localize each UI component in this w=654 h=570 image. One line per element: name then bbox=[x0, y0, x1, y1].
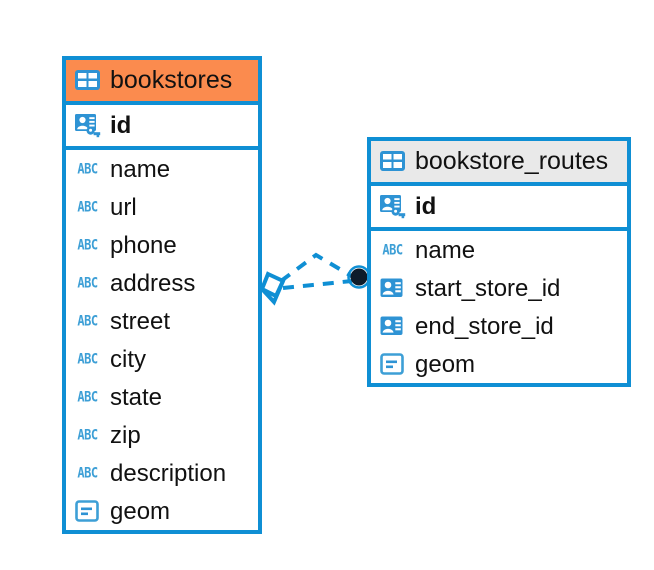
entity-title: bookstore_routes bbox=[415, 147, 609, 175]
entity-title: bookstores bbox=[110, 66, 233, 94]
field-row-state[interactable]: ABC state bbox=[66, 378, 258, 416]
field-row-city[interactable]: ABC city bbox=[66, 340, 258, 378]
field-row-zip[interactable]: ABC zip bbox=[66, 416, 258, 454]
abc-text-icon: ABC bbox=[77, 312, 98, 330]
field-name: geom bbox=[110, 497, 171, 525]
foreign-key-icon bbox=[379, 276, 406, 300]
abc-text-icon: ABC bbox=[77, 464, 98, 482]
field-row-id[interactable]: id bbox=[66, 105, 258, 150]
table-grid-icon bbox=[379, 149, 406, 173]
abc-text-icon: ABC bbox=[77, 388, 98, 406]
field-name: geom bbox=[415, 350, 476, 378]
field-name: url bbox=[110, 193, 137, 221]
field-row-phone[interactable]: ABC phone bbox=[66, 226, 258, 264]
entity-header-bookstores[interactable]: bookstores bbox=[66, 60, 258, 105]
abc-text-icon: ABC bbox=[77, 426, 98, 444]
foreign-key-icon bbox=[379, 314, 406, 338]
field-name: id bbox=[110, 112, 132, 139]
field-name: address bbox=[110, 269, 196, 297]
entity-header-bookstore-routes[interactable]: bookstore_routes bbox=[371, 141, 627, 186]
abc-text-icon: ABC bbox=[77, 274, 98, 292]
field-name: street bbox=[110, 307, 171, 335]
field-row-name[interactable]: ABC name bbox=[66, 150, 258, 188]
entity-table-bookstore-routes[interactable]: bookstore_routes bbox=[367, 137, 631, 387]
abc-text-icon: ABC bbox=[77, 198, 98, 216]
field-name: end_store_id bbox=[415, 312, 554, 340]
geometry-icon bbox=[74, 499, 101, 523]
field-row-start-store-id[interactable]: start_store_id bbox=[371, 269, 627, 307]
field-row-description[interactable]: ABC description bbox=[66, 454, 258, 492]
field-row-end-store-id[interactable]: end_store_id bbox=[371, 307, 627, 345]
field-row-address[interactable]: ABC address bbox=[66, 264, 258, 302]
entity-table-bookstores[interactable]: bookstores id bbox=[62, 56, 262, 534]
field-name: id bbox=[415, 193, 437, 220]
crows-foot-diamond-icon bbox=[259, 271, 286, 306]
abc-text-icon: ABC bbox=[77, 350, 98, 368]
field-row-geom[interactable]: geom bbox=[66, 492, 258, 530]
primary-key-icon bbox=[74, 113, 101, 139]
field-name: start_store_id bbox=[415, 274, 561, 302]
field-row-geom[interactable]: geom bbox=[371, 345, 627, 383]
field-name: name bbox=[110, 155, 171, 183]
relationship-line-straight bbox=[282, 279, 353, 290]
field-name: zip bbox=[110, 421, 141, 449]
field-name: name bbox=[415, 236, 476, 264]
field-name: phone bbox=[110, 231, 177, 259]
relationship-line-arc bbox=[279, 252, 355, 283]
field-row-url[interactable]: ABC url bbox=[66, 188, 258, 226]
table-grid-icon bbox=[74, 68, 101, 92]
abc-text-icon: ABC bbox=[77, 160, 98, 178]
abc-text-icon: ABC bbox=[77, 236, 98, 254]
field-row-id[interactable]: id bbox=[371, 186, 627, 231]
field-name: city bbox=[110, 345, 146, 373]
field-name: state bbox=[110, 383, 163, 411]
primary-key-icon bbox=[379, 194, 406, 220]
field-name: description bbox=[110, 459, 227, 487]
geometry-icon bbox=[379, 352, 406, 376]
field-row-street[interactable]: ABC street bbox=[66, 302, 258, 340]
field-row-name[interactable]: ABC name bbox=[371, 231, 627, 269]
abc-text-icon: ABC bbox=[382, 241, 403, 259]
